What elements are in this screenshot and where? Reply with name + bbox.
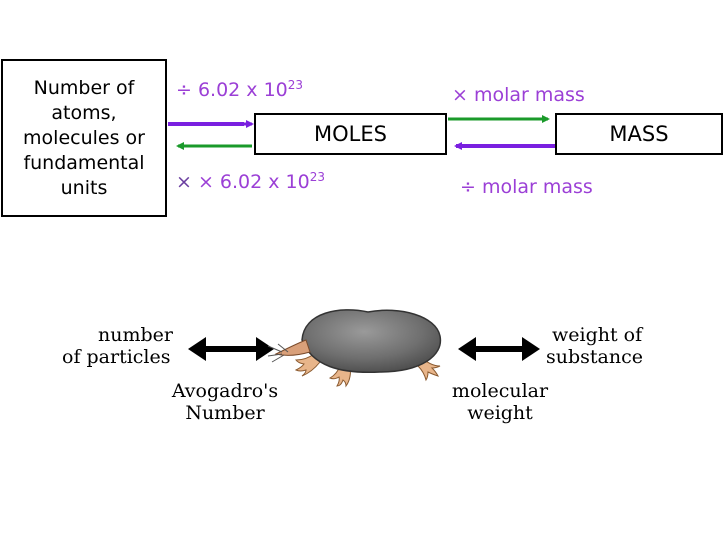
mass-label: MASS (609, 122, 669, 146)
multiply-avogadro-exponent: 23 (309, 170, 326, 184)
weight-of-substance-label: weight of substance (546, 324, 643, 368)
mass-box: MASS (555, 113, 723, 155)
particles-line-2: atoms, (51, 101, 117, 124)
particles-line-4: fundamental (23, 151, 145, 174)
weight-label-line-1: weight of (552, 324, 643, 346)
multiply-molar-mass-label: × molar mass (452, 84, 585, 106)
double-arrow-left (188, 337, 274, 361)
avogadro-label-line-1: Avogadro's (171, 380, 279, 402)
particles-label-line-1: number (98, 324, 173, 346)
particles-box: Number of atoms, molecules or fundamenta… (1, 59, 167, 217)
number-of-particles-label: number of particles (62, 324, 173, 368)
molecular-label-line-2: weight (467, 402, 533, 424)
divide-avogadro-exponent: 23 (287, 78, 304, 92)
molecular-weight-label: molecular weight (440, 380, 560, 424)
multiply-avogadro-label: × × 6.02 x 1023 (176, 170, 326, 193)
particles-label-line-2: of particles (62, 346, 171, 368)
avogadro-label-line-2: Number (185, 402, 265, 424)
moles-box: MOLES (254, 113, 447, 155)
divide-avogadro-label: ÷ 6.02 x 1023 (176, 78, 304, 101)
avogadro-number-label: Avogadro's Number (163, 380, 287, 424)
particles-line-5: units (60, 176, 108, 199)
moles-label: MOLES (314, 122, 387, 146)
multiply-avogadro-text: × 6.02 x 10 (197, 171, 310, 193)
particles-line-1: Number of (33, 76, 135, 99)
mole-animal-icon (267, 309, 442, 388)
molecular-label-line-1: molecular (451, 380, 549, 402)
divide-avogadro-text: ÷ 6.02 x 10 (176, 79, 288, 101)
weight-label-line-2: substance (546, 346, 643, 368)
particles-box-text: Number of atoms, molecules or fundamenta… (23, 76, 145, 201)
divide-molar-mass-label: ÷ molar mass (460, 176, 593, 198)
particles-line-3: molecules or (23, 126, 145, 149)
double-arrow-right (458, 337, 540, 361)
